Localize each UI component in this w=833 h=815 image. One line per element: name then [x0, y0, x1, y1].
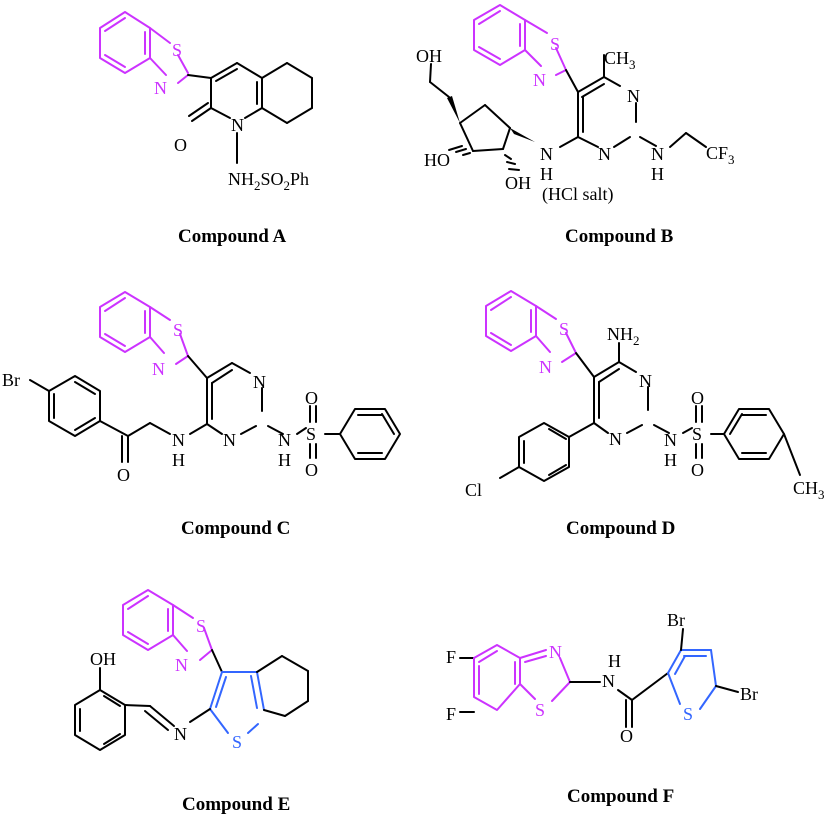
nitrogen-label: N: [539, 357, 552, 377]
hydroxyl-label: OH: [416, 46, 442, 66]
sulfur-label: S: [232, 732, 242, 752]
caption-compound-c: Compound C: [181, 518, 290, 539]
caption-compound-d: Compound D: [566, 518, 675, 539]
hydrogen-label: H: [651, 164, 664, 184]
compound-c-structure: S N N N N H O Br N H S: [2, 291, 401, 485]
chlorine-label: Cl: [465, 480, 482, 500]
bromine-label: Br: [740, 684, 758, 704]
compound-a-structure: S N O N NH2SO2Ph: [99, 11, 313, 193]
nitrogen-label: N: [223, 430, 236, 450]
compound-d-structure: S N N N NH2 Cl N H S O O: [465, 290, 825, 502]
oxygen-label: O: [174, 135, 187, 155]
sulfur-label: S: [306, 424, 316, 444]
methyl-label: CH3: [793, 478, 825, 502]
compound-f-structure: F F N S N H O S Br: [446, 610, 758, 746]
caption-compound-a: Compound A: [178, 226, 287, 247]
nitrogen-label: N: [609, 429, 622, 449]
sulfur-label: S: [559, 319, 569, 339]
nitrogen-label: N: [664, 430, 677, 450]
hydrogen-label: H: [540, 164, 553, 184]
oxygen-label: O: [620, 726, 633, 746]
nitrogen-label: N: [174, 724, 187, 744]
fluorine-label: F: [446, 704, 456, 724]
trifluoromethyl-label: CF3: [706, 143, 735, 167]
nitrogen-label: N: [175, 655, 188, 675]
hydrogen-label: H: [608, 651, 621, 671]
oxygen-label: O: [691, 460, 704, 480]
nitrogen-label: N: [627, 86, 640, 106]
sulfur-label: S: [173, 320, 183, 340]
oxygen-label: O: [691, 388, 704, 408]
nitrogen-label: N: [172, 430, 185, 450]
nitrogen-label: N: [253, 372, 266, 392]
nitrogen-label: N: [602, 671, 615, 691]
bromine-label: Br: [2, 370, 20, 390]
hydroxyl-label: OH: [505, 173, 531, 193]
sulfur-label: S: [692, 424, 702, 444]
sulfur-label: S: [550, 34, 560, 54]
nitrogen-label: N: [533, 70, 546, 90]
nitrogen-label: N: [540, 144, 553, 164]
nitrogen-label: N: [549, 642, 562, 662]
caption-compound-e: Compound E: [182, 794, 290, 815]
nitrogen-label: N: [154, 78, 167, 98]
salt-label: (HCl salt): [542, 184, 614, 205]
methyl-label: CH3: [604, 48, 636, 72]
nitrogen-label: N: [639, 371, 652, 391]
compound-e-structure: S N S N OH: [74, 589, 309, 752]
hydrogen-label: H: [172, 450, 185, 470]
sulfonamide-label: NH2SO2Ph: [228, 169, 309, 193]
sulfur-label: S: [172, 40, 182, 60]
hydrogen-label: H: [664, 450, 677, 470]
nitrogen-label: N: [598, 144, 611, 164]
sulfur-label: S: [683, 704, 693, 724]
bromine-label: Br: [667, 610, 685, 630]
oxygen-label: O: [305, 388, 318, 408]
nitrogen-label: N: [278, 430, 291, 450]
nitrogen-label: N: [651, 144, 664, 164]
hydroxyl-label: OH: [90, 649, 116, 669]
oxygen-label: O: [117, 465, 130, 485]
caption-compound-b: Compound B: [565, 226, 674, 247]
sulfur-label: S: [196, 616, 206, 636]
hydroxyl-label: HO: [424, 150, 450, 170]
nitrogen-label: N: [231, 115, 244, 135]
nitrogen-label: N: [152, 359, 165, 379]
amino-label: NH2: [607, 324, 640, 348]
hydrogen-label: H: [278, 450, 291, 470]
sulfur-label: S: [535, 700, 545, 720]
compound-b-structure: S N CH3 N N N H CF3 N H: [416, 4, 735, 205]
oxygen-label: O: [305, 460, 318, 480]
fluorine-label: F: [446, 647, 456, 667]
caption-compound-f: Compound F: [567, 786, 674, 807]
